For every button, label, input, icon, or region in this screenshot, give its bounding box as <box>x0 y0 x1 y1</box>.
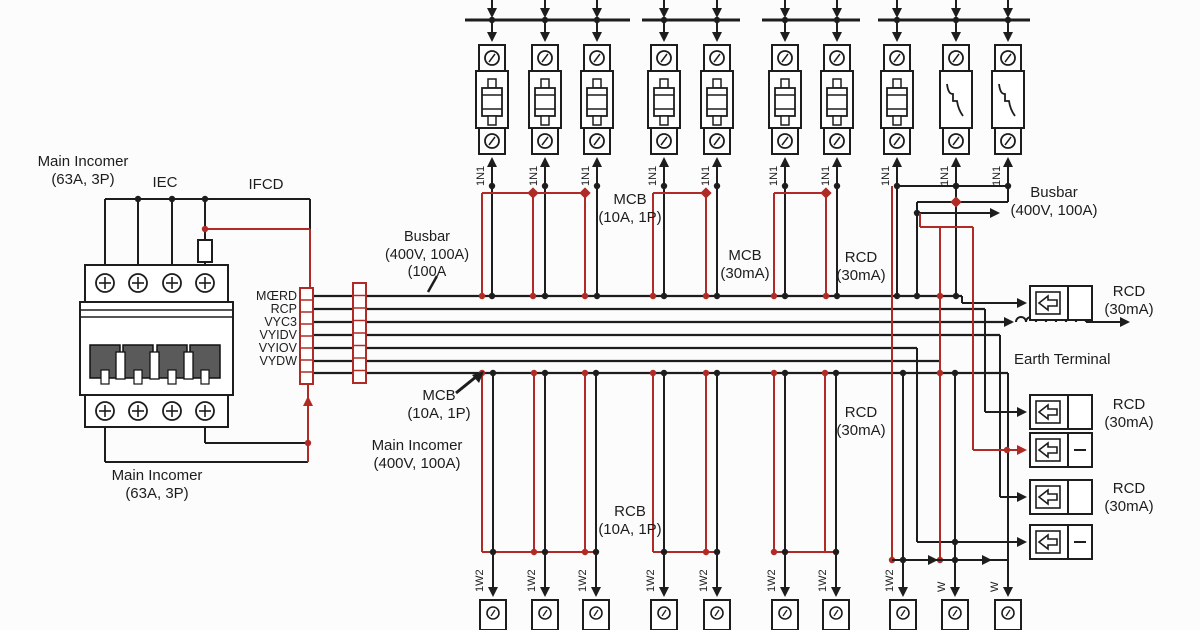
bus-wire-label-5: VYIOV <box>258 341 297 355</box>
bottom-feeder-column: 1W2 <box>577 369 610 630</box>
earth-terminal-label: Earth Terminal <box>1014 351 1111 368</box>
rcd-right-top-label: RCD (30mA) <box>1104 283 1154 319</box>
wire-tag-label: 1W2 <box>577 569 589 592</box>
top-feeder-circuits: 1N1 1N1 1N1 1N1 1N1 1N1 1N1 1N1 1N1 1N1 <box>465 0 1030 300</box>
wire-tag-label: 1W2 <box>526 569 538 592</box>
top-feeder-column: 1N1 <box>528 0 562 300</box>
top-feeder-column: 1N1 <box>880 0 914 300</box>
bottom-feeder-column: 1W2 <box>766 369 799 630</box>
wire-tag-label: 1W2 <box>817 569 829 592</box>
outgoing-terminal-icon <box>650 599 678 630</box>
outgoing-terminal-icon <box>531 599 559 630</box>
bus-wire-label-2: RCP <box>270 302 297 316</box>
wire-tag-label: 1W2 <box>645 569 657 592</box>
rcd-unit-icon <box>1029 479 1093 515</box>
outgoing-terminal-icon <box>703 599 731 630</box>
iec-label: IEC <box>152 174 178 191</box>
wire-tag-label: 1W2 <box>884 569 896 592</box>
group4-interconnect <box>888 182 1027 564</box>
bus-wire-label-4: VYIDV <box>259 328 297 342</box>
wire-tag-label: 1N1 <box>647 166 659 186</box>
top-feeder-column: 1N1 <box>939 0 973 300</box>
top-feeder-column: 1N1 <box>647 0 681 300</box>
top-feeder-column: 1N1 <box>768 0 802 300</box>
bottom-feeder-column: W <box>936 369 969 630</box>
phase-loops-top <box>478 187 832 300</box>
bottom-feeder-column: 1W2 <box>884 369 917 630</box>
main-incomer-caption: Main Incomer (63A, 3P) <box>111 467 203 503</box>
bottom-feeder-column: 1W2 <box>526 369 559 630</box>
mcb-lower-label: MCB (10A, 1P) <box>407 387 471 423</box>
rcd-units <box>1029 285 1093 560</box>
wire-tag-label: 1N1 <box>528 166 540 186</box>
trip-curve-breaker-icon <box>991 44 1025 155</box>
wire-tag-label: 1N1 <box>820 166 832 186</box>
bus-wire-label-6: VYDW <box>259 354 298 368</box>
main-incomer-breaker <box>79 264 313 463</box>
wire-tag-label: 1N1 <box>880 166 892 186</box>
top-feeder-column: 1N1 <box>580 0 614 300</box>
wire-tag-label: 1W2 <box>474 569 486 592</box>
label-leaders <box>426 275 484 395</box>
outgoing-terminal-icon <box>771 599 799 630</box>
incoming-supply <box>104 195 311 288</box>
rcd-unit-icon <box>1029 524 1093 560</box>
top-feeder-column: 1N1 <box>820 0 854 300</box>
bottom-feeder-column: 1W2 <box>698 369 731 630</box>
bottom-feeder-column: 1W2 <box>817 369 850 630</box>
top-feeder-column: 1N1 <box>991 0 1025 190</box>
busbar-left-label: Busbar (400V, 100A) (100A <box>384 229 470 281</box>
rcd-unit-icon <box>1029 432 1093 468</box>
busbar-right-label: Busbar (400V, 100A) <box>1010 184 1098 220</box>
wire-tag-label: W <box>989 581 1001 592</box>
mcb-mid-label: MCB (30mA) <box>720 247 770 283</box>
wire-tag-label: 1N1 <box>580 166 592 186</box>
wire-tag-label: 1N1 <box>700 166 712 186</box>
mcb-breaker-icon <box>475 44 509 155</box>
main-incomer-top-label: Main Incomer (63A, 3P) <box>37 153 129 189</box>
wire-tag-label: 1N1 <box>939 166 951 186</box>
wire-tag-label: 1N1 <box>991 166 1003 186</box>
outgoing-terminal-icon <box>889 599 917 630</box>
rcd-mid-label: RCD (30mA) <box>836 249 886 285</box>
outgoing-terminal-icon <box>822 599 850 630</box>
ifcd-label: IFCD <box>248 176 284 193</box>
mcb-breaker-icon <box>580 44 614 155</box>
outgoing-terminal-icon <box>479 599 507 630</box>
wire-tag-label: 1W2 <box>698 569 710 592</box>
top-feeder-column: 1N1 <box>700 0 734 300</box>
bottom-feeder-column: W <box>989 560 1022 630</box>
mcb-breaker-icon <box>880 44 914 155</box>
outgoing-terminal-icon <box>582 599 610 630</box>
trip-curve-breaker-icon <box>939 44 973 155</box>
busbar-bundle <box>299 282 1130 560</box>
bus-wire-label-1: MŒRD <box>256 289 297 303</box>
main-incomer-mid-label: Main Incomer (400V, 100A) <box>371 437 463 473</box>
rcd-right-upper-label: RCD (30mA) <box>1104 396 1154 432</box>
wire-tag-label: 1W2 <box>766 569 778 592</box>
wire-tag-label: 1N1 <box>475 166 487 186</box>
bottom-feeder-column: 1W2 <box>645 369 678 630</box>
mcb-breaker-icon <box>820 44 854 155</box>
wire-tag-label: W <box>936 581 948 592</box>
bottom-feeder-column: 1W2 <box>474 369 507 630</box>
rcb-lower-label: RCB (10A, 1P) <box>598 503 662 539</box>
rcd-lower-mid-label: RCD (30mA) <box>836 404 886 440</box>
mcb-breaker-icon <box>700 44 734 155</box>
wire-tag-label: 1N1 <box>768 166 780 186</box>
mcb-breaker-icon <box>647 44 681 155</box>
bus-wire-label-3: VYC3 <box>264 315 297 329</box>
mcb-breaker-icon <box>768 44 802 155</box>
rcd-unit-icon <box>1029 285 1093 321</box>
mcb-breaker-icon <box>528 44 562 155</box>
top-feeder-column: 1N1 <box>475 0 509 300</box>
mcb-top-label: MCB (10A, 1P) <box>598 191 662 227</box>
rcd-right-lower-label: RCD (30mA) <box>1104 480 1154 516</box>
rcd-unit-icon <box>1029 394 1093 430</box>
outgoing-terminal-icon <box>994 599 1022 630</box>
outgoing-terminal-icon <box>941 599 969 630</box>
